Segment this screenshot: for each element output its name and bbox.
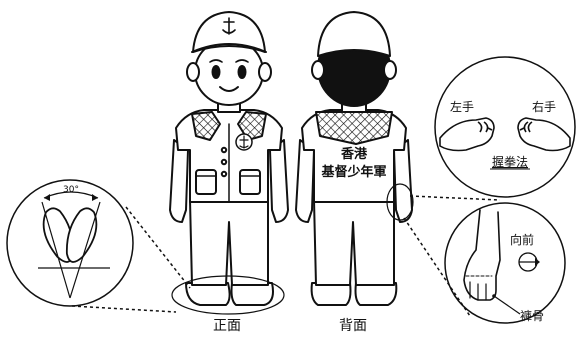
back-caption: 背面 xyxy=(339,318,367,334)
front-figure xyxy=(169,11,289,306)
front-caption: 正面 xyxy=(213,318,241,334)
back-mesh-yoke xyxy=(315,111,393,145)
forward-label: 向前 xyxy=(510,232,534,247)
vest-text-line2: 基督少年軍 xyxy=(320,164,386,180)
back-trousers xyxy=(313,199,395,286)
inset-right-sole xyxy=(65,207,98,263)
back-right-arm xyxy=(393,139,413,223)
right-hand-label: 右手 xyxy=(532,99,556,114)
back-left-arm xyxy=(295,139,315,223)
hand-position-inset xyxy=(444,202,566,324)
back-figure xyxy=(295,11,413,306)
feet-angle-inset: 30° xyxy=(6,179,134,307)
front-feet-highlight xyxy=(171,275,285,315)
front-pocket-right xyxy=(239,169,261,195)
fist-inset xyxy=(434,56,576,198)
front-mesh-left xyxy=(191,111,221,141)
front-right-arm xyxy=(269,139,289,223)
angle-label: 30° xyxy=(63,185,79,195)
thumb-label: 褲骨 xyxy=(520,309,544,323)
cap-anchor-icon xyxy=(222,17,236,35)
front-left-arm xyxy=(169,139,189,223)
fist-method-label: 握拳法 xyxy=(492,154,528,169)
front-mesh-right xyxy=(237,111,267,141)
left-fist xyxy=(439,117,495,152)
right-fist xyxy=(517,117,571,152)
front-left-shoe xyxy=(185,282,231,306)
left-hand-label: 左手 xyxy=(450,99,474,114)
back-hand-highlight xyxy=(386,183,414,221)
vest-text-line1: 香港 xyxy=(340,146,368,162)
front-trousers xyxy=(189,199,269,286)
back-cap xyxy=(317,11,391,57)
back-right-shoe xyxy=(354,282,398,306)
front-right-shoe xyxy=(230,282,274,306)
back-left-shoe xyxy=(310,282,352,306)
front-pocket-left xyxy=(195,169,217,195)
inset-hand xyxy=(463,209,501,301)
